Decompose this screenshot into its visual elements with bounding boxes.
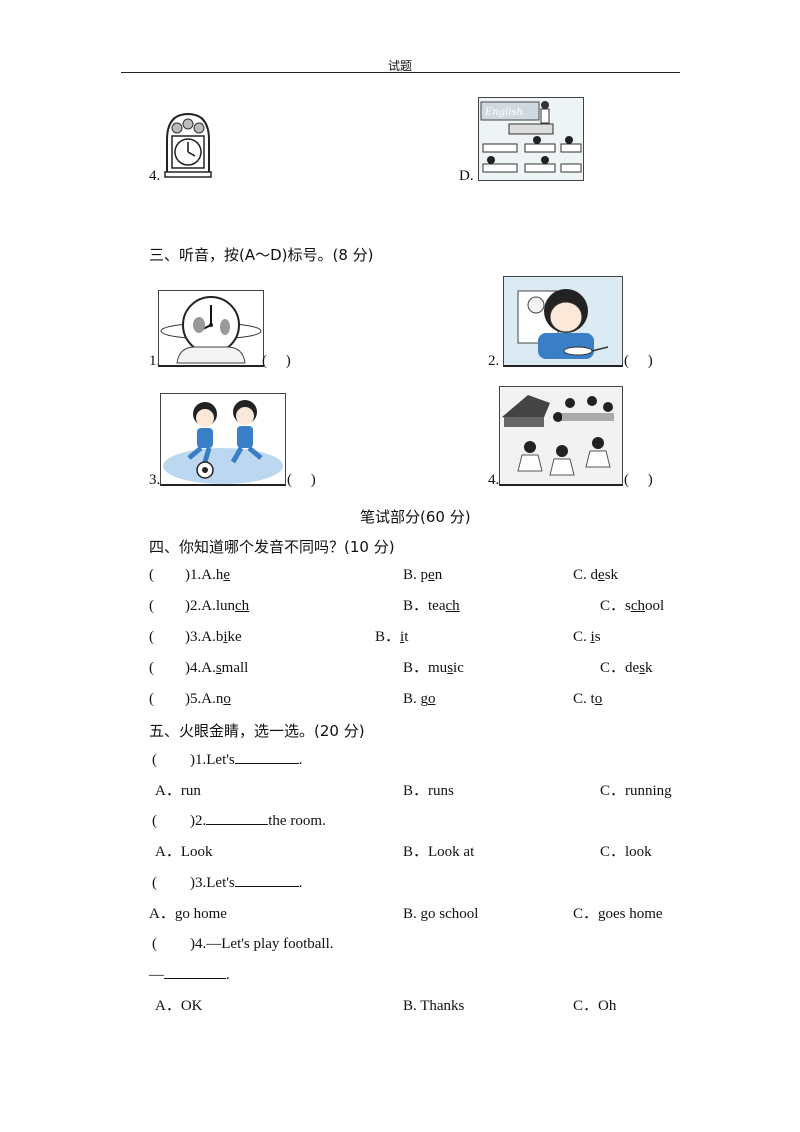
s4-q4-option-b: B．music	[403, 660, 464, 676]
s4-q4-option-a: )4.A.small	[185, 660, 249, 676]
s5-q2-option-b: B．Look at	[403, 844, 475, 860]
s4-q2-option-c: C．school	[600, 598, 665, 614]
s5-q3-paren[interactable]: (	[152, 875, 157, 891]
clock-picture	[163, 110, 213, 178]
s4-q3-option-b: B．it	[375, 629, 409, 645]
section-4-title: 四、你知道哪个发音不同吗？(10 分)	[149, 538, 395, 556]
s5-q4-stem: )4.—Let's play football.	[190, 936, 334, 952]
blackboard-word: English	[484, 107, 523, 118]
s4-q3-paren[interactable]: (	[149, 629, 154, 645]
s3-item-1-num: 1.	[149, 353, 161, 369]
alarm-clock-picture	[158, 290, 264, 367]
s4-q2-option-a: )2.A.lunch	[185, 598, 250, 614]
s4-q1-paren[interactable]: (	[149, 567, 154, 583]
s4-q5-option-c: C. to	[573, 691, 603, 707]
s5-q4-blank[interactable]	[164, 966, 226, 979]
written-part-title: 笔试部分(60 分)	[360, 508, 471, 526]
s4-q5-option-a: )5.A.no	[185, 691, 231, 707]
s5-q4-paren[interactable]: (	[152, 936, 157, 952]
s5-q3-blank[interactable]	[234, 874, 299, 887]
s5-q1-option-c: C．running	[600, 783, 672, 799]
s3-item-3-num: 3.	[149, 472, 161, 488]
dancing-girls-picture	[499, 386, 623, 486]
s4-q3-option-c: C. is	[573, 629, 601, 645]
s4-q4-paren[interactable]: (	[149, 660, 154, 676]
s5-q4-option-c: C．Oh	[573, 998, 617, 1014]
page-header: 试题	[387, 59, 412, 73]
header-rule	[121, 72, 680, 73]
s5-q1-option-b: B．runs	[403, 783, 454, 799]
lunch-boy-picture	[503, 276, 623, 367]
s3-item-2-num: 2.	[488, 353, 500, 369]
s3-item-2-paren[interactable]: ( )	[624, 353, 653, 369]
football-boys-picture	[160, 393, 286, 486]
s5-q3-stem: )3.Let's.	[190, 874, 303, 891]
s5-q1-blank[interactable]	[234, 751, 299, 764]
s5-q1-paren[interactable]: (	[152, 752, 157, 768]
s4-q2-option-b: B．teach	[403, 598, 460, 614]
s4-q2-paren[interactable]: (	[149, 598, 154, 614]
s4-q3-option-a: )3.A.bike	[185, 629, 242, 645]
s4-q1-option-a: )1.A.he	[185, 567, 230, 583]
section-5-title: 五、火眼金睛，选一选。(20 分)	[149, 722, 365, 740]
s3-item-4-num: 4.	[488, 472, 500, 488]
s5-q3-option-b: B. go school	[403, 906, 479, 922]
s4-q5-option-b: B. go	[403, 691, 436, 707]
item-4-label: 4.	[149, 168, 161, 184]
s5-q2-paren[interactable]: (	[152, 813, 157, 829]
s5-q2-option-a: A．Look	[155, 844, 213, 860]
s5-q2-blank[interactable]	[206, 812, 269, 825]
s5-q1-option-a: A．run	[155, 783, 201, 799]
s4-q1-option-b: B. pen	[403, 567, 443, 583]
section-3-title: 三、听音，按(A～D)标号。(8 分)	[149, 246, 374, 264]
s3-item-4-paren[interactable]: ( )	[624, 472, 653, 488]
s5-q3-option-a: A．go home	[149, 906, 227, 922]
s5-q4-option-a: A．OK	[155, 998, 203, 1014]
s5-q2-stem: )2.the room.	[190, 812, 326, 829]
s3-item-1-paren[interactable]: ( )	[262, 353, 291, 369]
s4-q4-option-c: C．desk	[600, 660, 653, 676]
s5-q3-option-c: C．goes home	[573, 906, 663, 922]
classroom-picture: English	[478, 97, 584, 181]
s4-q5-paren[interactable]: (	[149, 691, 154, 707]
s5-q2-option-c: C．look	[600, 844, 652, 860]
item-D-label: D.	[459, 168, 474, 184]
s5-q1-stem: )1.Let's.	[190, 751, 303, 768]
s3-item-3-paren[interactable]: ( )	[287, 472, 316, 488]
s5-q4-option-b: B. Thanks	[403, 998, 465, 1014]
s4-q1-option-c: C. desk	[573, 567, 619, 583]
s5-q4-reply: —.	[149, 966, 230, 983]
